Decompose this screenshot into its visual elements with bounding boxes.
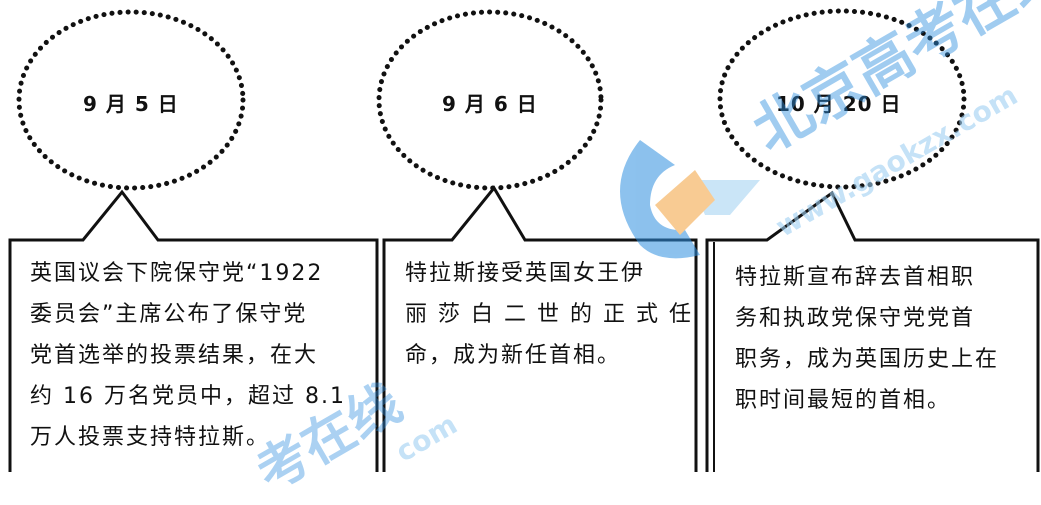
event-description-1: 英国议会下院保守党“1922 委员会”主席公布了保守党 党首选举的投票结果，在大… <box>30 253 346 458</box>
event-1-line: 委员会”主席公布了保守党 <box>30 302 308 327</box>
timeline-shapes <box>8 8 1040 472</box>
event-description-2: 特拉斯接受英国女王伊 丽 莎 白 二 世 的 正 式 任 命，成为新任首相。 <box>405 253 693 376</box>
event-3-line: 务和执政党保守党党首 <box>735 306 976 331</box>
event-box-3 <box>705 190 1040 472</box>
event-date-1: 9 月 5 日 <box>83 92 179 116</box>
event-date-3: 10 月 20 日 <box>776 92 902 116</box>
event-1-line: 约 16 万名党员中，超过 8.1 <box>30 384 346 409</box>
event-box-1 <box>8 189 379 472</box>
event-3-line: 职时间最短的首相。 <box>735 388 952 413</box>
watermark-logo-icon <box>620 140 760 259</box>
date-bubble-1 <box>16 9 246 191</box>
event-2-line: 命，成为新任首相。 <box>405 343 622 368</box>
event-2-line: 丽 莎 白 二 世 的 正 式 任 <box>405 302 693 327</box>
event-1-line: 万人投票支持特拉斯。 <box>30 425 271 450</box>
date-bubble-2 <box>376 9 604 191</box>
event-box-2 <box>382 185 698 472</box>
event-1-line: 党首选举的投票结果，在大 <box>30 343 319 368</box>
event-1-line: 英国议会下院保守党“1922 <box>30 261 324 286</box>
event-3-line: 特拉斯宣布辞去首相职 <box>735 265 976 290</box>
event-date-2: 9 月 6 日 <box>442 92 538 116</box>
timeline-diagram: 9 月 5 日 9 月 6 日 10 月 20 日 英国议会下院保守党“1922… <box>8 0 1041 503</box>
event-description-3: 特拉斯宣布辞去首相职 务和执政党保守党党首 职务，成为英国历史上在 职时间最短的… <box>735 257 999 421</box>
date-bubble-3 <box>717 8 967 190</box>
event-3-line: 职务，成为英国历史上在 <box>735 347 1000 372</box>
event-2-line: 特拉斯接受英国女王伊 <box>405 261 646 286</box>
